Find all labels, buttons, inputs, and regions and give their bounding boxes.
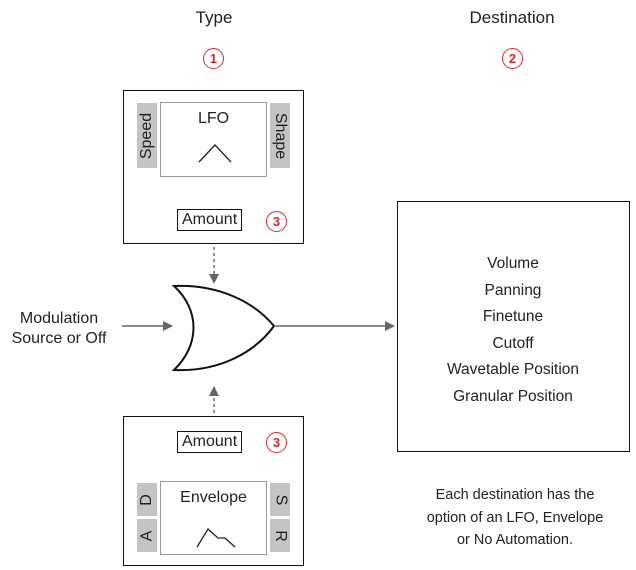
note-line-1: Each destination has the — [435, 487, 595, 503]
destination-item: Panning — [484, 281, 542, 299]
destination-list: Volume Panning Finetune Cutoff Wavetable… — [398, 251, 628, 410]
envelope-a-tab: A — [137, 519, 157, 552]
envelope-d-label: D — [138, 493, 155, 506]
lfo-amount-badge: 3 — [266, 211, 287, 232]
destination-item: Cutoff — [492, 334, 534, 352]
lfo-panel: LFO — [160, 102, 267, 177]
envelope-shape-icon — [196, 527, 236, 548]
triangle-wave-icon — [198, 144, 232, 163]
destination-badge: 2 — [502, 48, 523, 69]
lfo-title: LFO — [197, 110, 230, 127]
destination-box: Volume Panning Finetune Cutoff Wavetable… — [397, 201, 630, 452]
lfo-shape-label: Shape — [272, 112, 290, 159]
envelope-a-label: A — [137, 530, 155, 541]
note-line-2: option of an LFO, Envelope — [426, 509, 604, 526]
destination-item: Wavetable Position — [446, 361, 580, 378]
envelope-s-tab: S — [270, 483, 290, 516]
lfo-amount-box: Amount — [177, 209, 243, 231]
type-badge: 1 — [203, 48, 224, 69]
lfo-box: Speed LFO Shape Amount 3 — [123, 90, 304, 244]
envelope-amount-badge: 3 — [266, 432, 287, 453]
envelope-d-tab: D — [137, 483, 157, 516]
lfo-shape-tab: Shape — [270, 103, 290, 168]
lfo-speed-label: Speed — [138, 112, 156, 159]
envelope-r-label: R — [272, 529, 289, 542]
envelope-title: Envelope — [180, 489, 247, 506]
destination-item: Granular Position — [453, 387, 573, 405]
envelope-panel: Envelope — [160, 481, 267, 555]
destination-note: Each destination has the option of an LF… — [395, 484, 635, 552]
note-line-3: or No Automation. — [456, 532, 574, 548]
source-line-2: Source or Off — [11, 330, 107, 347]
envelope-s-label: S — [271, 494, 289, 505]
envelope-amount-box: Amount — [177, 431, 243, 453]
envelope-r-tab: R — [270, 519, 290, 552]
modulation-source-label: Modulation Source or Off — [0, 309, 118, 349]
type-header: Type — [195, 8, 233, 27]
lfo-speed-tab: Speed — [137, 103, 157, 168]
destination-item: Finetune — [482, 308, 544, 325]
envelope-box: Amount 3 D A Envelope S R — [123, 416, 304, 566]
modulation-gate — [171, 284, 276, 372]
destination-header: Destination — [469, 8, 555, 27]
source-line-1: Modulation — [19, 310, 99, 327]
destination-item: Volume — [487, 255, 539, 272]
